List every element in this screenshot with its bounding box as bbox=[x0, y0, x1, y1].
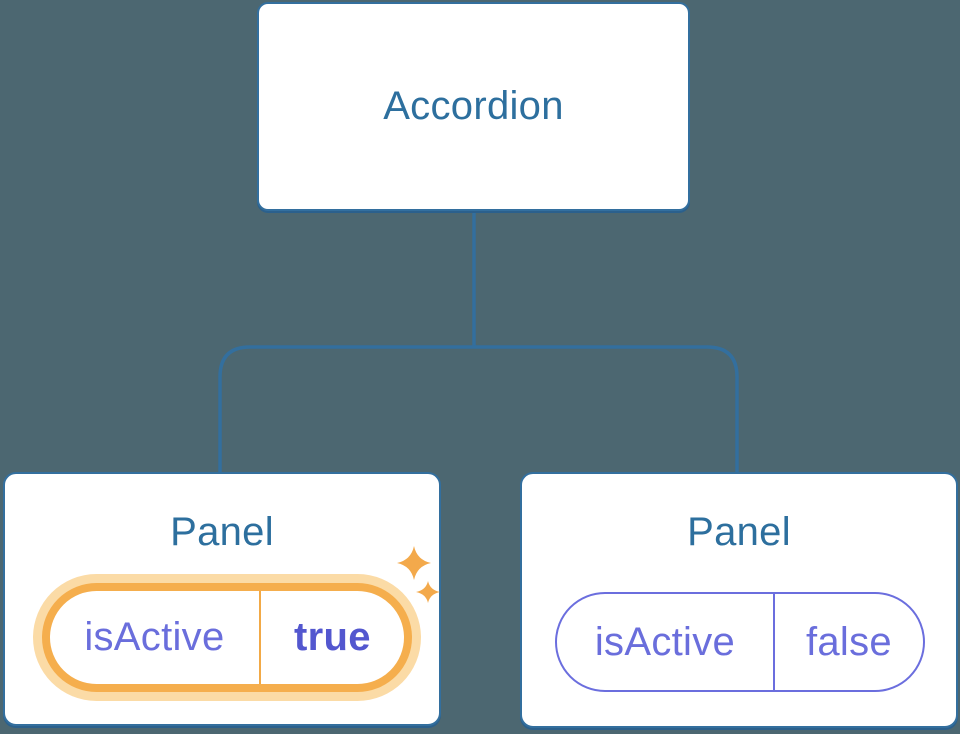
sparkles-icon bbox=[397, 546, 440, 603]
state-pill-active: isActive true bbox=[42, 583, 412, 692]
state-key: isActive bbox=[84, 615, 225, 659]
accordion-label: Accordion bbox=[383, 84, 564, 128]
state-pill-inactive: isActive false bbox=[555, 592, 925, 692]
panel-label: Panel bbox=[170, 510, 274, 554]
connector-branch bbox=[218, 345, 739, 473]
state-value: true bbox=[294, 615, 371, 659]
state-key: isActive bbox=[594, 619, 736, 664]
panel-node-inactive: Panel isActive false bbox=[520, 472, 958, 728]
panel-node-active: Panel isActive true bbox=[3, 472, 441, 726]
state-value: false bbox=[805, 619, 892, 664]
pill-divider bbox=[258, 591, 261, 684]
pill-divider bbox=[772, 594, 775, 690]
panel-label: Panel bbox=[687, 510, 791, 554]
accordion-node: Accordion bbox=[257, 2, 690, 211]
